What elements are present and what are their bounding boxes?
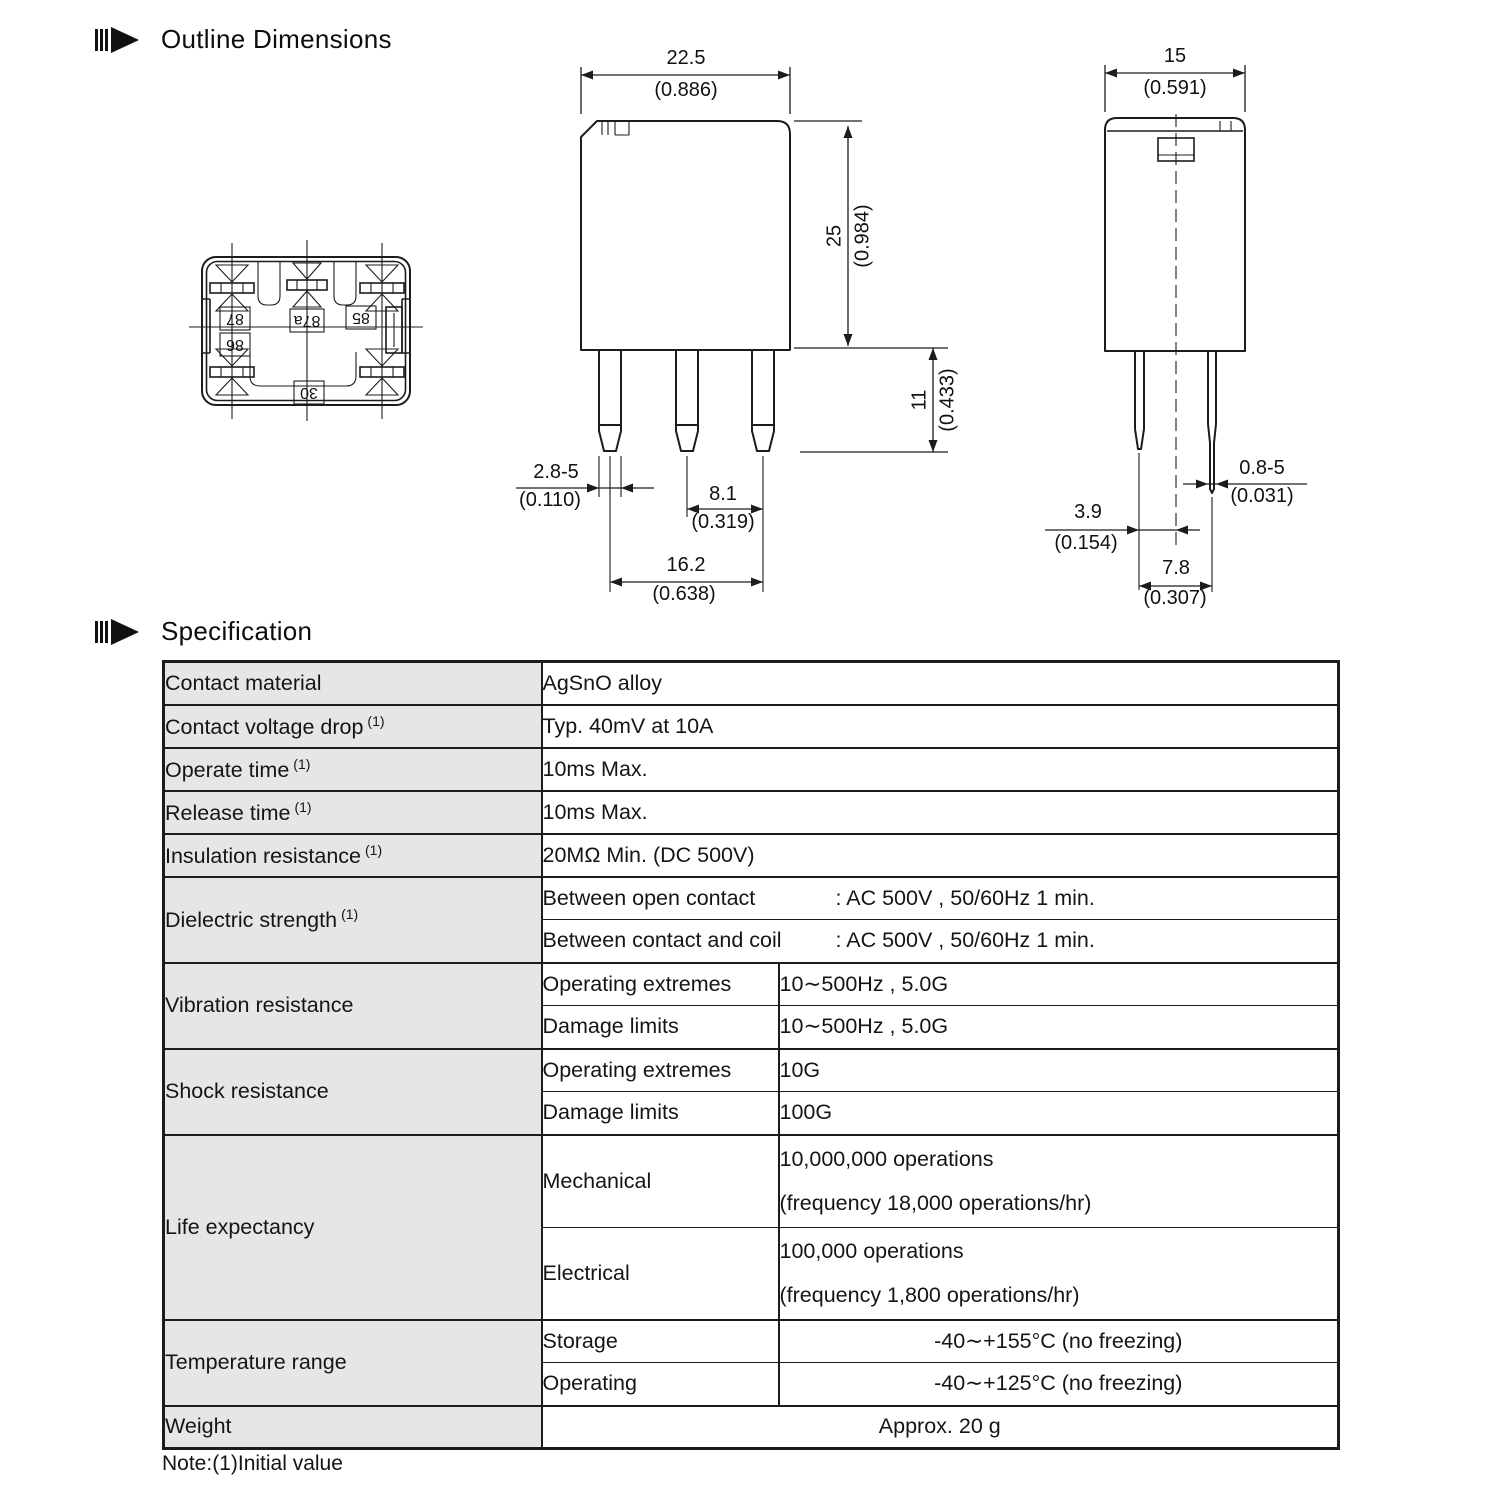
- terminal-mark: [359, 264, 405, 312]
- table-row: Damage limits 10∼500Hz , 5.0G: [164, 1005, 1340, 1049]
- vibration-damage-name: Damage limits: [540, 1005, 780, 1049]
- table-row: Dielectric strength(1) Between open cont…: [162, 875, 1340, 963]
- table-row: Insulation resistance(1) 20MΩ Min. (DC 5…: [162, 832, 1340, 877]
- terminal-mark: [209, 348, 255, 396]
- dim-front-height-in: (0.984): [851, 204, 873, 267]
- footnote: Note:(1)Initial value: [162, 1452, 343, 1475]
- terminal-mark: [359, 348, 405, 396]
- row-label-operate-time: Operate time(1): [162, 746, 543, 791]
- row-label-vibration-resistance: Vibration resistance: [162, 961, 543, 1049]
- table-row: Between contact and coil: AC 500V , 50/6…: [164, 919, 1340, 963]
- dim-side-pitch-in: (0.307): [1143, 587, 1206, 609]
- dim-pin-offset-mm: 3.9: [1074, 501, 1102, 523]
- terminal-mark: [209, 264, 255, 312]
- table-row: Temperature range Storage -40∼+155°C (no…: [162, 1318, 1340, 1406]
- table-row: Contact voltage drop(1) Typ. 40mV at 10A: [162, 703, 1340, 748]
- temperature-operating-value: -40∼+125°C (no freezing): [777, 1362, 1340, 1406]
- row-label-shock-resistance: Shock resistance: [162, 1047, 543, 1135]
- dim-side-depth-in: (0.591): [1143, 77, 1206, 99]
- dim-pin-thickness-in: (0.031): [1230, 485, 1293, 507]
- outline-section-title: Outline Dimensions: [161, 24, 392, 54]
- coil-slot: [385, 306, 403, 354]
- dim-front-width-in: (0.886): [654, 79, 717, 101]
- shock-damage-value: 100G: [777, 1091, 1340, 1135]
- dim-pitch-small-mm: 8.1: [709, 483, 737, 505]
- dim-pin-thickness-mm: 0.8-5: [1239, 457, 1285, 479]
- table-row: Operating -40∼+125°C (no freezing): [164, 1362, 1340, 1406]
- outline-dimensions-header: Outline Dimensions: [95, 24, 392, 55]
- vibration-damage-value: 10∼500Hz , 5.0G: [777, 1005, 1340, 1049]
- dim-pitch-large-mm: 16.2: [667, 554, 706, 576]
- front-view-drawing: 22.5 (0.886) 25 (0.984) 11 (0.433) 2.8-5…: [516, 47, 958, 605]
- row-label-contact-material: Contact material: [162, 660, 543, 705]
- pin-label-85: 85: [352, 309, 370, 326]
- life-electrical-name: Electrical: [540, 1226, 780, 1320]
- dim-pin-length-in: (0.433): [936, 368, 958, 431]
- table-row: Shock resistance Operating extremes 10G: [162, 1047, 1340, 1135]
- outline-drawings: 87 86 87a 85 30 22.5 (0.886): [189, 45, 1307, 609]
- row-label-dielectric-strength: Dielectric strength(1): [162, 875, 543, 963]
- table-row: Electrical 100,000 operations (frequency…: [164, 1226, 1340, 1320]
- dim-pitch-large-in: (0.638): [652, 583, 715, 605]
- side-view-drawing: 15 (0.591) 0.8-5 (0.031) 3.9 (0.154) 7.8…: [1045, 45, 1307, 609]
- dim-pin-length-mm: 11: [908, 390, 930, 411]
- dim-front-height-mm: 25: [823, 225, 845, 247]
- life-mechanical-name: Mechanical: [540, 1133, 780, 1227]
- dim-pin-width-in: (0.110): [519, 489, 581, 511]
- shock-operating-name: Operating extremes: [540, 1047, 780, 1092]
- dim-pin-width-mm: 2.8-5: [533, 461, 579, 483]
- table-row: Vibration resistance Operating extremes …: [162, 961, 1340, 1049]
- row-value-contact-material: AgSnO alloy: [540, 660, 1340, 705]
- row-value-operate-time: 10ms Max.: [540, 746, 1340, 791]
- section-marker-icon: [95, 26, 139, 53]
- pin-label-87: 87: [226, 310, 244, 327]
- table-row: Release time(1) 10ms Max.: [162, 789, 1340, 834]
- pin-label-87a: 87a: [294, 312, 321, 329]
- table-row: Life expectancy Mechanical 10,000,000 op…: [162, 1133, 1340, 1320]
- terminal-mark: [286, 262, 328, 308]
- pin-label-30: 30: [300, 384, 318, 401]
- pin-label-86: 86: [226, 336, 244, 353]
- bottom-view-drawing: 87 86 87a 85 30: [189, 240, 423, 421]
- dim-pitch-small-in: (0.319): [691, 511, 754, 533]
- row-value-insulation-resistance: 20MΩ Min. (DC 500V): [540, 832, 1340, 877]
- row-value-weight: Approx. 20 g: [540, 1404, 1340, 1449]
- dim-front-width-mm: 22.5: [667, 47, 706, 69]
- temperature-storage-value: -40∼+155°C (no freezing): [777, 1318, 1340, 1363]
- table-row: Weight Approx. 20 g: [162, 1404, 1340, 1449]
- row-label-insulation-resistance: Insulation resistance(1): [162, 832, 543, 877]
- dim-side-depth-mm: 15: [1164, 45, 1186, 67]
- row-value-contact-voltage-drop: Typ. 40mV at 10A: [540, 703, 1340, 748]
- life-electrical-value: 100,000 operations (frequency 1,800 oper…: [777, 1226, 1340, 1320]
- dim-side-pitch-mm: 7.8: [1162, 557, 1190, 579]
- section-marker-icon: [95, 618, 139, 645]
- row-label-contact-voltage-drop: Contact voltage drop(1): [162, 703, 543, 748]
- dielectric-contact-coil: Between contact and coil: AC 500V , 50/6…: [540, 919, 1340, 963]
- temperature-operating-name: Operating: [540, 1362, 780, 1406]
- specification-header: Specification: [95, 616, 312, 647]
- table-row: Damage limits 100G: [164, 1091, 1340, 1135]
- temperature-storage-name: Storage: [540, 1318, 780, 1363]
- row-label-weight: Weight: [162, 1404, 543, 1449]
- shock-damage-name: Damage limits: [540, 1091, 780, 1135]
- dim-pin-offset-in: (0.154): [1054, 532, 1117, 554]
- row-label-release-time: Release time(1): [162, 789, 543, 834]
- row-label-temperature-range: Temperature range: [162, 1318, 543, 1406]
- dielectric-open-contact: Between open contact: AC 500V , 50/60Hz …: [540, 875, 1340, 920]
- pin-labels: 87 86 87a 85 30: [219, 305, 377, 405]
- specification-table: Contact material AgSnO alloy Contact vol…: [162, 660, 1341, 1450]
- shock-operating-value: 10G: [777, 1047, 1340, 1092]
- vibration-operating-name: Operating extremes: [540, 961, 780, 1006]
- vibration-operating-value: 10∼500Hz , 5.0G: [777, 961, 1340, 1006]
- row-label-life-expectancy: Life expectancy: [162, 1133, 543, 1320]
- table-row: Contact material AgSnO alloy: [162, 660, 1340, 705]
- row-value-release-time: 10ms Max.: [540, 789, 1340, 834]
- table-row: Operate time(1) 10ms Max.: [162, 746, 1340, 791]
- life-mechanical-value: 10,000,000 operations (frequency 18,000 …: [777, 1133, 1340, 1227]
- spec-section-title: Specification: [161, 616, 313, 646]
